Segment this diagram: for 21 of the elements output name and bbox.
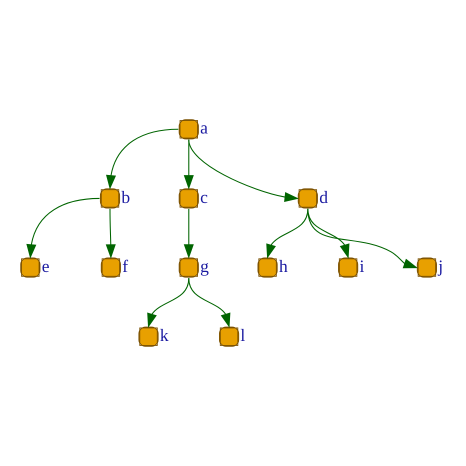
node-label: g [200, 256, 209, 276]
node-label: j [438, 256, 444, 276]
arrow [188, 140, 299, 202]
arrow [184, 208, 194, 259]
arrow [106, 208, 116, 259]
node-label: c [200, 186, 208, 207]
node-label: f [122, 256, 128, 276]
arrow [307, 208, 418, 268]
arrow [26, 198, 100, 259]
node-label: d [319, 186, 328, 207]
node-label: e [42, 256, 50, 276]
arrow [147, 278, 190, 328]
arrow [106, 128, 178, 190]
node-label: k [160, 325, 169, 346]
arrow [266, 208, 308, 259]
node-label: l [240, 325, 246, 346]
arrow [188, 278, 230, 328]
node-label: h [278, 256, 288, 276]
node-label: a [200, 118, 208, 138]
node-label: i [360, 256, 364, 276]
node-label: b [121, 186, 130, 207]
